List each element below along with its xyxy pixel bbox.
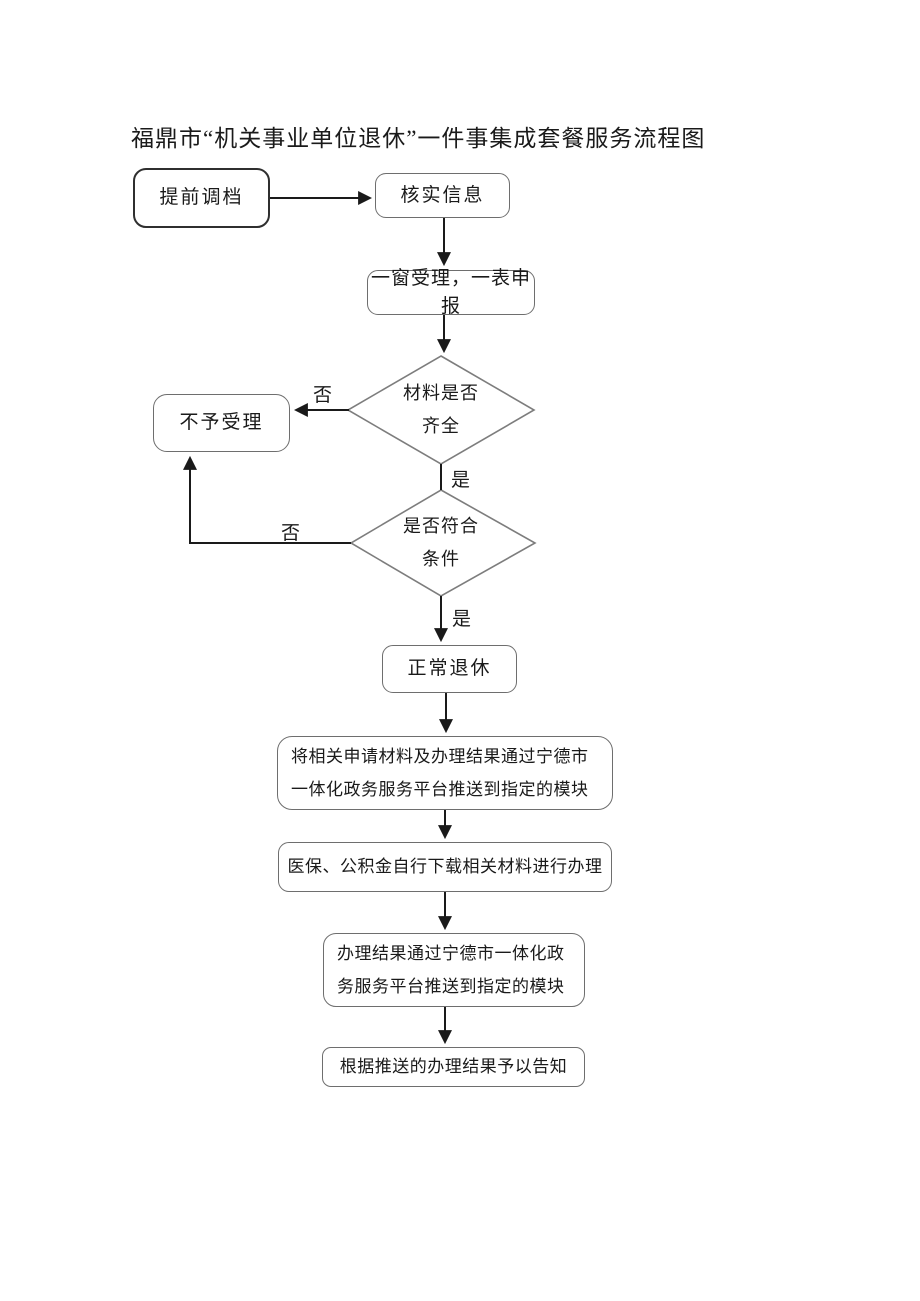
node-push-materials-platform: 将相关申请材料及办理结果通过宁德市一体化政务服务平台推送到指定的模块 xyxy=(277,736,613,810)
node-medical-fund-self-handle: 医保、公积金自行下载相关材料进行办理 xyxy=(278,842,612,892)
node-one-window-accept: 一窗受理，一表申报 xyxy=(367,268,535,317)
flowchart-title: 福鼎市“机关事业单位退休”一件事集成套餐服务流程图 xyxy=(131,126,706,151)
node-notify-result: 根据推送的办理结果予以告知 xyxy=(322,1047,585,1087)
node-not-accepted: 不予受理 xyxy=(153,394,290,452)
branch-label-conditions-yes: 是 xyxy=(452,609,472,630)
node-verify-info: 核实信息 xyxy=(375,173,510,218)
branch-label-materials-no: 否 xyxy=(313,385,333,406)
branch-label-materials-yes: 是 xyxy=(451,470,471,491)
decision-meet-conditions-label: 是否符合条件 xyxy=(403,516,479,570)
decision-materials-complete-label: 材料是否齐全 xyxy=(403,383,479,437)
node-push-result-platform: 办理结果通过宁德市一体化政务服务平台推送到指定的模块 xyxy=(323,933,585,1007)
branch-label-conditions-no: 否 xyxy=(281,523,301,544)
node-normal-retirement: 正常退休 xyxy=(382,645,517,693)
node-pre-transfer-file: 提前调档 xyxy=(133,168,270,228)
connector-conditions-no-to-notaccept xyxy=(183,455,351,544)
